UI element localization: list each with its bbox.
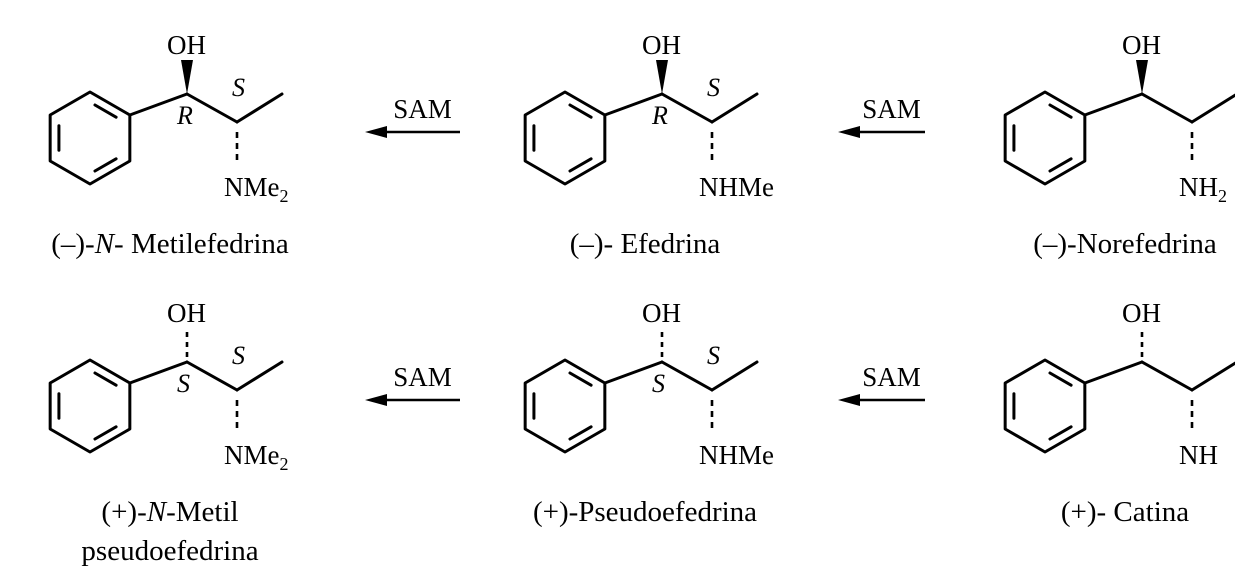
benzene-ring — [523, 358, 607, 454]
bond-c1-c2 — [660, 360, 714, 392]
arrow-head — [838, 394, 860, 406]
compound-name: (–)- Efedrina — [570, 228, 721, 260]
bond-c2-methyl — [1190, 361, 1235, 392]
reaction-arrow-1-a: SAM — [365, 362, 460, 406]
molecule-0-2: OH NH2 (–)-Norefedrina — [1003, 30, 1235, 260]
benzene-ring — [523, 90, 607, 186]
ring-double-bond — [1048, 157, 1073, 173]
molecule-1-0: OH NMe2 S S (+)-N-Metil pseudoefedrina — [48, 298, 289, 567]
arrow-label-sam: SAM — [862, 94, 921, 124]
arrow-head — [365, 394, 387, 406]
bond-c1-c2 — [1140, 360, 1194, 392]
reaction-arrow-0-b: SAM — [838, 94, 925, 138]
arrow-label-sam: SAM — [393, 94, 452, 124]
reaction-arrow-0-a: SAM — [365, 94, 460, 138]
ring-double-bond — [568, 103, 593, 119]
stereo-c2: S — [707, 341, 720, 370]
benzene-ring — [1003, 90, 1087, 186]
atom-oh: OH — [167, 30, 206, 60]
ring-double-bond — [1048, 371, 1073, 387]
bond-c2-methyl — [1190, 93, 1235, 124]
compound-name: (+)-N-Metil — [101, 496, 238, 528]
atom-nitrogen: NHMe — [699, 440, 774, 470]
atom-nitrogen: NH2 — [1179, 172, 1227, 206]
bond-c1-c2 — [660, 92, 714, 124]
atom-oh: OH — [642, 30, 681, 60]
wedge-bond — [1136, 60, 1148, 94]
ring-double-bond — [93, 103, 118, 119]
bond-ring-c1 — [128, 92, 189, 117]
bond-c2-methyl — [235, 360, 284, 392]
ring-double-bond — [1048, 425, 1073, 441]
arrow-head — [838, 126, 860, 138]
stereo-c2: S — [707, 73, 720, 102]
stereo-c2: S — [232, 73, 245, 102]
arrow-head — [365, 126, 387, 138]
molecule-0-0: OH NMe2 R S (–)-N- Metilefedrina — [48, 30, 289, 260]
wedge-bond — [181, 60, 193, 94]
benzene-ring — [48, 358, 132, 454]
ring-double-bond — [568, 157, 593, 173]
bond-c1-c2 — [1140, 92, 1194, 124]
arrow-label-sam: SAM — [862, 362, 921, 392]
bond-ring-c1 — [1083, 92, 1144, 117]
atom-nitrogen: NH — [1179, 440, 1218, 470]
bond-c1-c2 — [185, 360, 239, 392]
bond-c2-methyl — [710, 92, 759, 124]
stereo-c1: S — [652, 369, 665, 398]
atom-nitrogen: NHMe — [699, 172, 774, 202]
bond-ring-c1 — [603, 360, 664, 385]
ring-double-bond — [93, 425, 118, 441]
molecule-1-1: OH NHMe S S (+)-Pseudoefedrina — [523, 298, 774, 528]
stereo-c1: R — [651, 101, 668, 130]
compound-name: (–)-N- Metilefedrina — [51, 228, 289, 260]
arrow-label-sam: SAM — [393, 362, 452, 392]
compound-name-line2: pseudoefedrina — [81, 535, 258, 567]
atom-oh: OH — [642, 298, 681, 328]
ring-double-bond — [93, 157, 118, 173]
stereo-c1: R — [176, 101, 193, 130]
molecule-1-2: OH NH (+)- Catina — [1003, 298, 1235, 528]
compound-name: (+)- Catina — [1061, 496, 1189, 528]
bond-c2-methyl — [710, 360, 759, 392]
ring-double-bond — [93, 371, 118, 387]
compound-name: (–)-Norefedrina — [1033, 228, 1217, 260]
atom-oh: OH — [1122, 298, 1161, 328]
wedge-bond — [656, 60, 668, 94]
molecule-0-1: OH NHMe R S (–)- Efedrina — [523, 30, 774, 260]
bond-ring-c1 — [603, 92, 664, 117]
benzene-ring — [48, 90, 132, 186]
bond-ring-c1 — [128, 360, 189, 385]
bond-ring-c1 — [1083, 360, 1144, 385]
compound-name: (+)-Pseudoefedrina — [533, 496, 757, 528]
bond-c1-c2 — [185, 92, 239, 124]
ring-double-bond — [1048, 103, 1073, 119]
ring-double-bond — [568, 425, 593, 441]
atom-nitrogen: NMe2 — [224, 440, 289, 474]
stereo-c1: S — [177, 369, 190, 398]
ring-double-bond — [568, 371, 593, 387]
reaction-arrow-1-b: SAM — [838, 362, 925, 406]
benzene-ring — [1003, 358, 1087, 454]
atom-oh: OH — [167, 298, 206, 328]
atom-nitrogen: NMe2 — [224, 172, 289, 206]
stereo-c2: S — [232, 341, 245, 370]
bond-c2-methyl — [235, 92, 284, 124]
atom-oh: OH — [1122, 30, 1161, 60]
